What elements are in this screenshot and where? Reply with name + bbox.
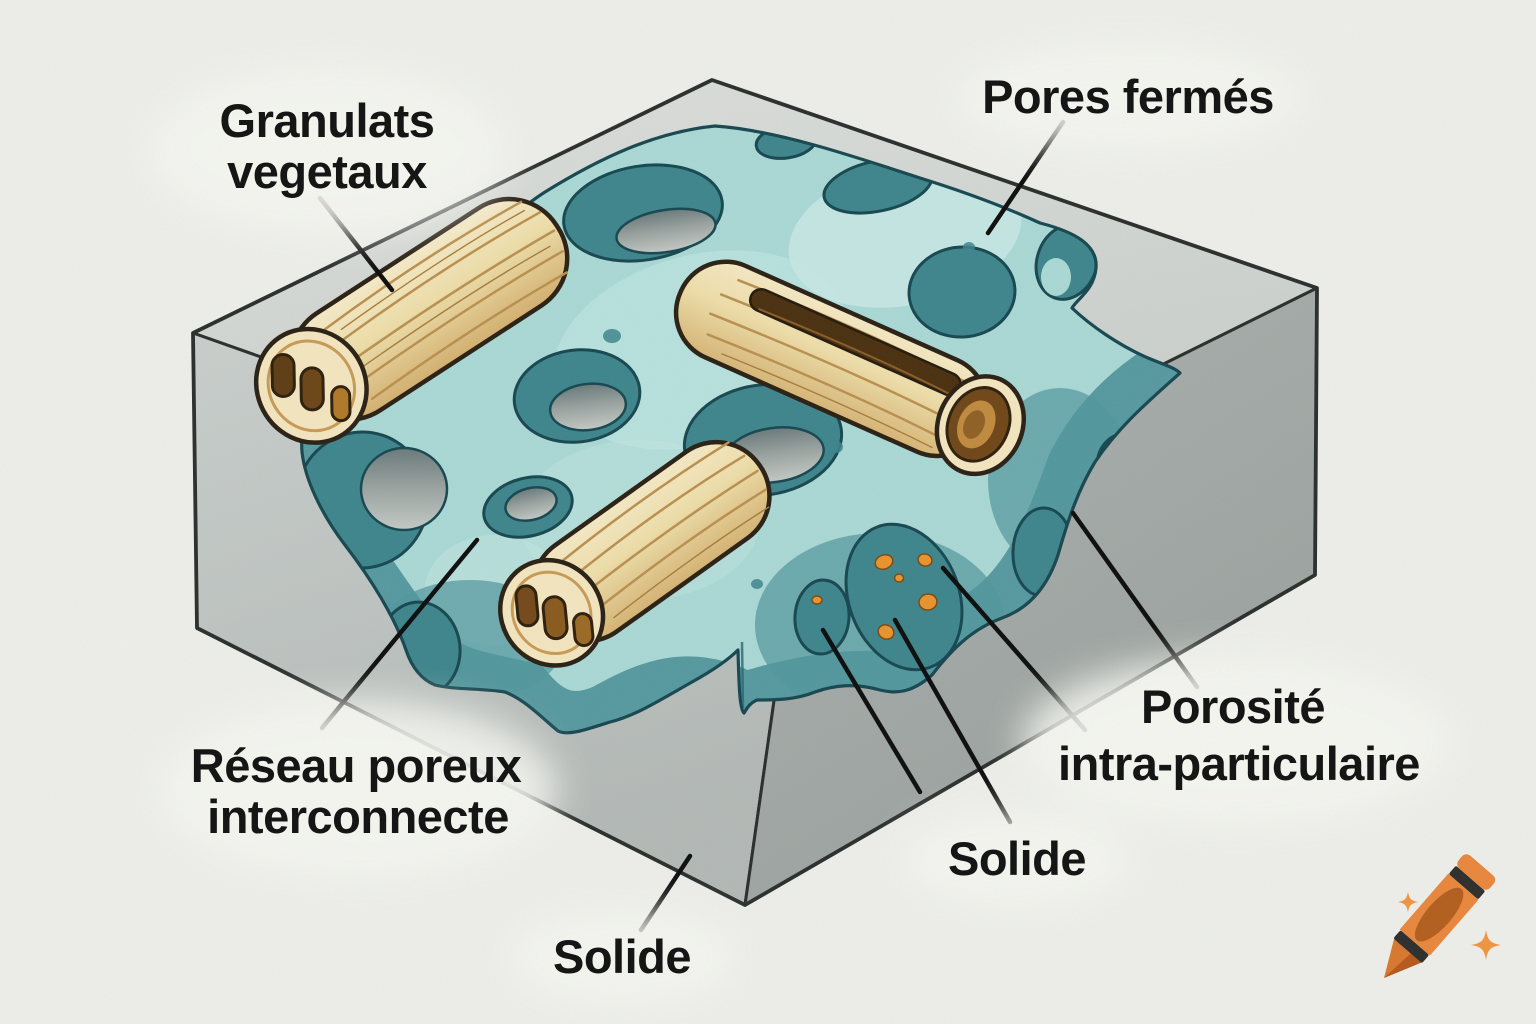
porous-material-diagram: Granulats vegetaux Pores fermés Réseau p… — [0, 0, 1536, 1024]
diagram-canvas: Granulats vegetaux Pores fermés Réseau p… — [0, 0, 1536, 1024]
paper-grain-overlay — [0, 0, 1536, 1024]
